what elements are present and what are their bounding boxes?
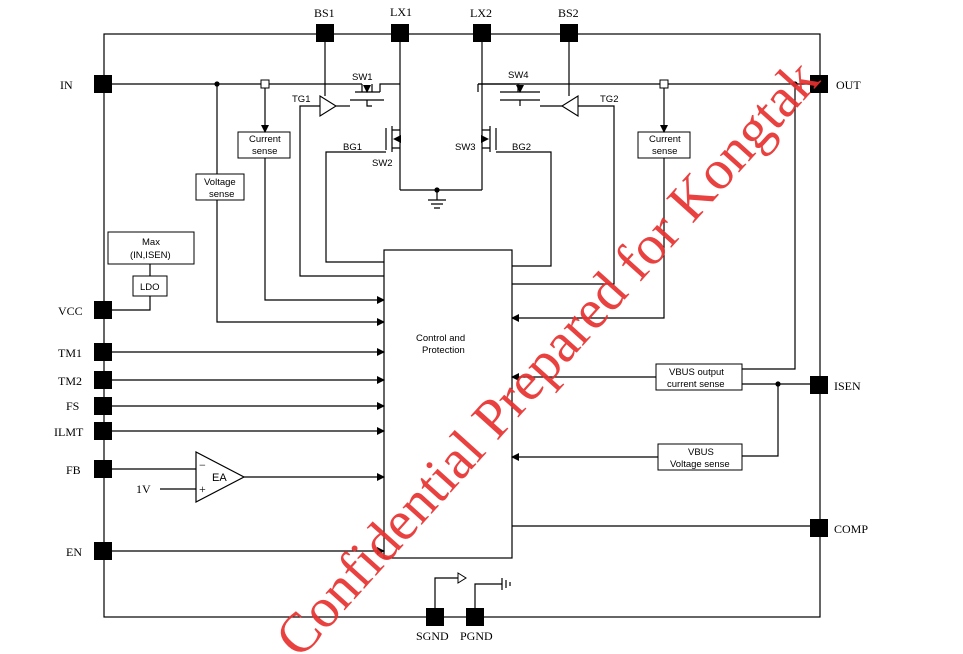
svg-text:Control and: Control and bbox=[416, 333, 465, 344]
pin-tm1-label: TM1 bbox=[58, 346, 82, 360]
vbus-output-current-sense bbox=[655, 363, 743, 391]
pin-lx1-label: LX1 bbox=[390, 5, 412, 19]
pin-comp-label: COMP bbox=[834, 522, 868, 536]
pin-fb-label: FB bbox=[66, 463, 81, 477]
svg-text:sense: sense bbox=[252, 146, 277, 157]
pin-tm2-label: TM2 bbox=[58, 374, 82, 388]
pin-isen-label: ISEN bbox=[834, 379, 861, 393]
pin-sgnd bbox=[426, 608, 444, 626]
svg-text:VBUS: VBUS bbox=[688, 447, 714, 458]
svg-text:−: − bbox=[199, 458, 206, 472]
svg-text:Max: Max bbox=[142, 237, 160, 248]
svg-text:sense: sense bbox=[652, 146, 677, 157]
svg-text:Voltage: Voltage bbox=[204, 177, 236, 188]
pin-comp bbox=[810, 519, 828, 537]
pin-ilmt bbox=[94, 422, 112, 440]
svg-text:LDO: LDO bbox=[140, 282, 160, 293]
pin-lx1 bbox=[391, 24, 409, 42]
voltage-sense bbox=[195, 173, 245, 201]
pin-en bbox=[94, 542, 112, 560]
pin-pgnd bbox=[466, 608, 484, 626]
svg-text:VBUS output: VBUS output bbox=[669, 367, 724, 378]
sw1-label: SW1 bbox=[352, 72, 373, 83]
ref-1v: 1V bbox=[136, 482, 151, 496]
chip-outline bbox=[103, 33, 821, 618]
svg-text:Voltage sense: Voltage sense bbox=[670, 459, 730, 470]
svg-text:(IN,ISEN): (IN,ISEN) bbox=[130, 250, 171, 261]
pin-in bbox=[94, 75, 112, 93]
pin-ilmt-label: ILMT bbox=[54, 425, 84, 439]
pin-tm2 bbox=[94, 371, 112, 389]
pin-fb bbox=[94, 460, 112, 478]
pin-bs2-label: BS2 bbox=[558, 6, 579, 20]
svg-text:Protection: Protection bbox=[422, 345, 465, 356]
bg2-label: BG2 bbox=[512, 142, 531, 153]
pin-tm1 bbox=[94, 343, 112, 361]
error-amplifier bbox=[195, 451, 246, 503]
pin-lx2 bbox=[473, 24, 491, 42]
tg2-driver bbox=[560, 95, 579, 117]
tg1-label: TG1 bbox=[292, 94, 310, 105]
pin-en-label: EN bbox=[66, 545, 82, 559]
svg-text:sense: sense bbox=[209, 189, 234, 200]
svg-text:Current: Current bbox=[649, 134, 681, 145]
svg-text:EA: EA bbox=[212, 472, 227, 484]
pin-fs-label: FS bbox=[66, 399, 79, 413]
svg-text:Current: Current bbox=[249, 134, 281, 145]
pin-bs1 bbox=[316, 24, 334, 42]
tg1-driver bbox=[319, 95, 338, 117]
pin-bs1-label: BS1 bbox=[314, 6, 335, 20]
pin-pgnd-label: PGND bbox=[460, 629, 493, 643]
pin-out bbox=[810, 75, 828, 93]
pin-sgnd-label: SGND bbox=[416, 629, 449, 643]
pin-isen bbox=[810, 376, 828, 394]
pin-bs2 bbox=[560, 24, 578, 42]
pin-vcc-label: VCC bbox=[58, 304, 83, 318]
vbus-voltage-sense bbox=[657, 443, 743, 471]
watermark: Confidential Prepared for Kongtak bbox=[264, 48, 831, 654]
sw2-label: SW2 bbox=[372, 158, 393, 169]
max-block bbox=[107, 231, 195, 265]
bg1-label: BG1 bbox=[343, 142, 362, 153]
control-protection bbox=[383, 249, 513, 559]
tg2-label: TG2 bbox=[600, 94, 618, 105]
pin-lx2-label: LX2 bbox=[470, 6, 492, 20]
sw4-label: SW4 bbox=[508, 70, 529, 81]
sw3-label: SW3 bbox=[455, 142, 476, 153]
pin-out-label: OUT bbox=[836, 78, 861, 92]
svg-text:Confidential Prepared for Kong: Confidential Prepared for Kongtak bbox=[264, 48, 831, 654]
pin-fs bbox=[94, 397, 112, 415]
pin-in-label: IN bbox=[60, 78, 73, 92]
svg-text:+: + bbox=[199, 482, 206, 496]
svg-text:current sense: current sense bbox=[667, 379, 725, 390]
pin-vcc bbox=[94, 301, 112, 319]
